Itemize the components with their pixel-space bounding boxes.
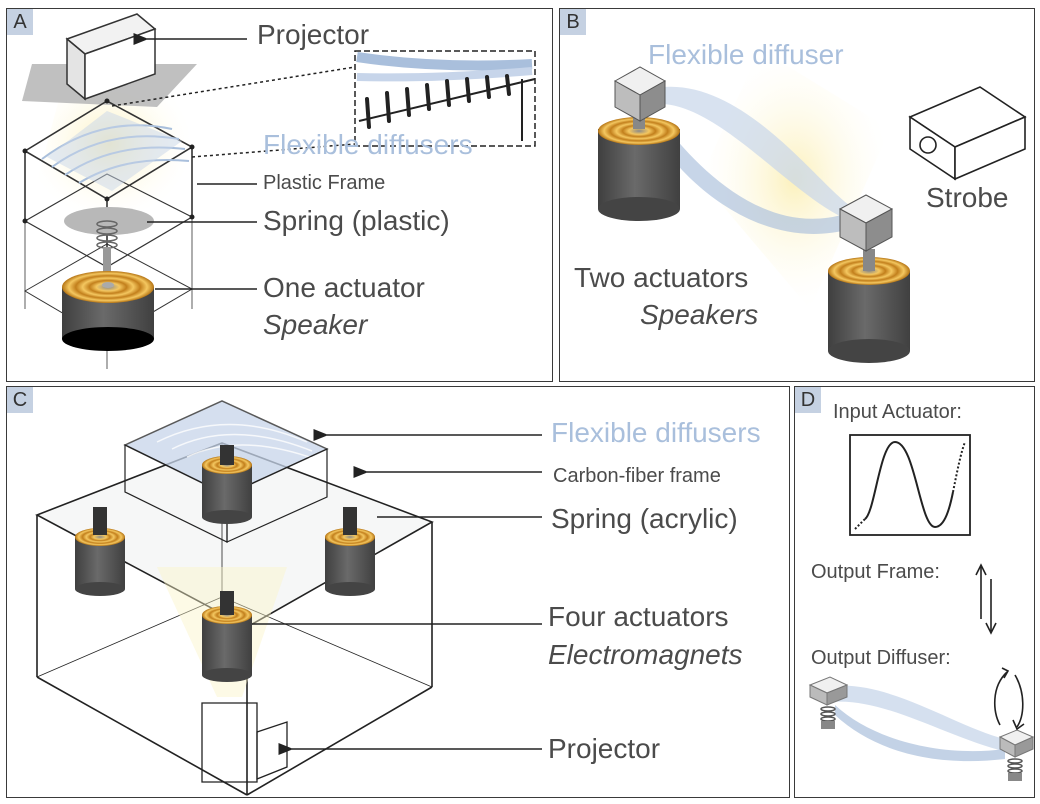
carbon-fiber-frame-label: Carbon-fiber frame	[553, 465, 721, 487]
electromagnet-left-icon	[75, 507, 125, 596]
speaker-b2-icon	[828, 194, 910, 363]
panel-b-illustration	[598, 49, 1027, 363]
one-actuator-label: One actuator	[263, 272, 425, 303]
electromagnets-label: Electromagnets	[548, 639, 743, 670]
panel-b: B	[559, 8, 1035, 382]
strobe-icon	[908, 86, 1027, 181]
speakers-label: Speakers	[640, 299, 759, 330]
plastic-frame-label: Plastic Frame	[263, 172, 386, 194]
electromagnet-front-icon	[202, 591, 252, 682]
strobe-label: Strobe	[926, 182, 1009, 213]
panel-a: A	[6, 8, 553, 382]
projector-label-c: Projector	[548, 733, 661, 764]
flexible-diffuser-label-b: Flexible diffuser	[648, 39, 844, 70]
electromagnet-right-icon	[325, 507, 375, 596]
panel-c-illustration	[35, 400, 542, 796]
panel-c: C	[6, 386, 790, 798]
input-actuator-label: Input Actuator:	[833, 401, 962, 423]
panel-d-illustration	[808, 434, 1034, 781]
panel-a-illustration	[22, 13, 536, 369]
speaker-label: Speaker	[263, 309, 368, 340]
projector-a-icon	[65, 13, 157, 101]
electromagnet-top-icon	[202, 445, 252, 524]
panel-c-tag: C	[7, 387, 33, 413]
output-diffuser-label: Output Diffuser:	[811, 647, 951, 669]
flexible-diffusers-label-c: Flexible diffusers	[551, 417, 761, 448]
spring-d2-icon	[998, 729, 1034, 781]
flexible-diffusers-label-a: Flexible diffusers	[263, 129, 473, 160]
spring-plastic-label: Spring (plastic)	[263, 205, 450, 236]
speaker-b1-icon	[598, 66, 680, 221]
panel-d: D	[794, 386, 1035, 798]
panel-b-tag: B	[560, 9, 586, 35]
panel-d-tag: D	[795, 387, 821, 413]
spring-acrylic-label: Spring (acrylic)	[551, 503, 738, 534]
spring-d1-icon	[808, 676, 849, 729]
output-frame-label: Output Frame:	[811, 561, 940, 583]
projector-label-a: Projector	[257, 19, 370, 50]
panel-a-tag: A	[7, 9, 33, 35]
two-actuators-label: Two actuators	[574, 262, 749, 293]
projector-c-icon	[201, 702, 288, 783]
diffuser-inset	[354, 50, 536, 147]
four-actuators-label: Four actuators	[548, 601, 729, 632]
speaker-a-icon	[62, 271, 154, 351]
